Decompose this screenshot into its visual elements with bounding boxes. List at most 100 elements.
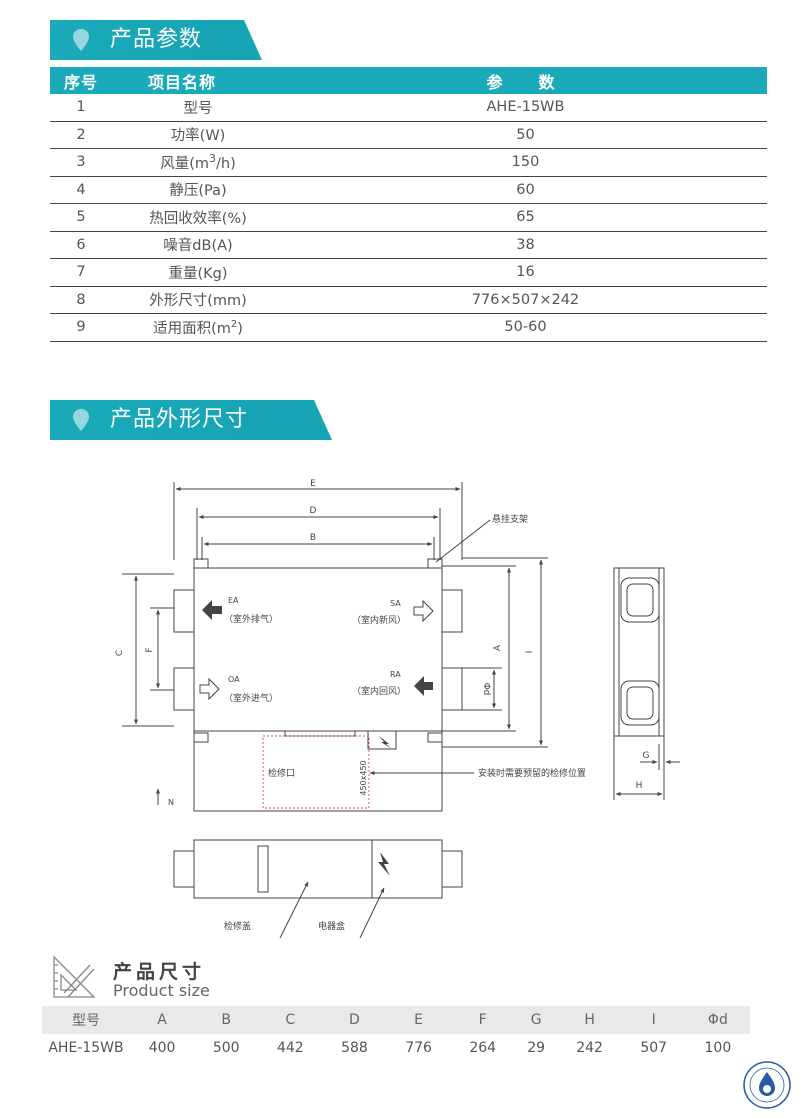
- hanger-label: 悬挂支架: [492, 513, 528, 525]
- dim-c-label: C: [115, 650, 125, 656]
- col-header-h: H: [557, 1006, 622, 1034]
- cell-g: 29: [527, 1040, 546, 1056]
- row-item: 适用面积(m2): [112, 313, 284, 342]
- row-value: 65: [284, 203, 767, 232]
- cell-b: 500: [212, 1040, 240, 1056]
- dim-f-label: F: [145, 647, 155, 652]
- outline-section-title: 产品外形尺寸: [110, 407, 249, 432]
- oa-cn-label: （室外进气）: [224, 692, 278, 704]
- dim-a-label: A: [493, 644, 503, 651]
- row-item-text: 适用面积(m: [153, 320, 231, 337]
- table-row: 6 噪音dB(A) 38: [50, 231, 767, 259]
- row-value: 776×507×242: [284, 286, 767, 314]
- table-row: 8 外形尺寸(mm) 776×507×242: [50, 286, 767, 314]
- row-no: 4: [50, 176, 112, 204]
- dim-g-label: G: [643, 751, 650, 761]
- set-square-ruler-icon: [53, 955, 96, 998]
- table-row: AHE-15WB 400 500 442 588 776 264 29 242 …: [42, 1034, 750, 1062]
- row-value: AHE-15WB: [284, 94, 767, 122]
- row-item-text-end: /h): [216, 155, 236, 172]
- dim-i-label: I: [525, 651, 535, 654]
- col-header-f: F: [450, 1006, 515, 1034]
- cell-d: 588: [341, 1040, 368, 1056]
- ra-cn-label: （室内回风）: [352, 685, 406, 697]
- row-no: 5: [50, 203, 112, 232]
- row-item-sup: 2: [230, 318, 238, 330]
- row-value: 150: [284, 148, 767, 177]
- col-header-d: D: [322, 1006, 387, 1034]
- table-row: 7 重量(Kg) 16: [50, 258, 767, 287]
- table-row: 5 热回收效率(%) 65: [50, 203, 767, 232]
- cell-h: 242: [576, 1040, 603, 1056]
- ra-label: RA: [390, 670, 401, 679]
- dimension-drawing: E D B C F A I Φd G H 悬挂支架 EA （室外排气） SA （…: [115, 479, 680, 939]
- row-no: 8: [50, 286, 112, 314]
- sa-label: SA: [390, 599, 401, 608]
- table-row: 2 功率(W) 50: [50, 121, 767, 149]
- spec-table-header-row: 序号 项目名称 参 数: [50, 67, 767, 94]
- row-no: 9: [50, 313, 112, 342]
- col-header-phid: Φd: [685, 1006, 750, 1034]
- sa-cn-label: （室内新风）: [352, 614, 406, 626]
- row-item: 型号: [112, 94, 284, 122]
- cell-e: 776: [405, 1040, 432, 1056]
- row-value: 16: [284, 258, 767, 287]
- cell-f: 264: [469, 1040, 497, 1056]
- dim-phid-label: Φd: [481, 683, 491, 696]
- row-value: 50: [284, 121, 767, 149]
- table-row: 4 静压(Pa) 60: [50, 176, 767, 204]
- params-section-title: 产品参数: [110, 27, 203, 52]
- size-title: 产品尺寸: [113, 961, 206, 983]
- row-item: 重量(Kg): [112, 258, 284, 287]
- access-size-label: 450x450: [359, 760, 368, 795]
- col-header-b: B: [194, 1006, 259, 1034]
- col-header-i: I: [621, 1006, 686, 1034]
- electrical-box-label: 电器盒: [318, 920, 345, 932]
- lightning-icon: [379, 736, 392, 749]
- row-item-text-end: ): [237, 320, 243, 337]
- location-pin-icon: [72, 28, 90, 52]
- cell-phid: 100: [704, 1040, 732, 1056]
- row-no: 2: [50, 121, 112, 149]
- size-subtitle: Product size: [113, 981, 210, 1000]
- col-header-value: 参 数: [284, 67, 767, 94]
- north-label: N: [168, 798, 174, 807]
- row-item-sup: 3: [209, 151, 217, 165]
- size-table: 型号 A B C D E F G H I Φd AHE-15WB 400 500…: [42, 1006, 750, 1062]
- access-note-label: 安装时需要预留的检修位置: [478, 767, 586, 779]
- row-item: 噪音dB(A): [112, 231, 284, 259]
- col-header-item: 项目名称: [112, 67, 284, 94]
- col-header-model: 型号: [42, 1006, 130, 1034]
- row-item: 静压(Pa): [112, 176, 284, 204]
- access-port-label: 检修口: [268, 767, 295, 779]
- ea-label: EA: [228, 596, 239, 605]
- row-value: 38: [284, 231, 767, 259]
- dim-b-label: B: [310, 533, 316, 543]
- row-item: 热回收效率(%): [112, 203, 284, 232]
- row-item: 功率(W): [112, 121, 284, 149]
- certification-seal-logo: [743, 1061, 791, 1109]
- col-header-no: 序号: [50, 67, 112, 94]
- location-pin-icon: [72, 408, 90, 432]
- cell-a: 400: [148, 1040, 176, 1056]
- col-header-a: A: [130, 1006, 195, 1034]
- spec-table: 序号 项目名称 参 数 1 型号 AHE-15WB 2 功率(W) 50 3 风…: [50, 67, 767, 342]
- row-item: 风量(m3/h): [112, 148, 284, 177]
- cell-model: AHE-15WB: [48, 1040, 124, 1056]
- row-no: 3: [50, 148, 112, 177]
- col-header-g: G: [514, 1006, 558, 1034]
- col-header-e: E: [386, 1006, 451, 1034]
- params-section-header: 产品参数: [50, 20, 262, 60]
- cell-i: 507: [640, 1040, 668, 1056]
- oa-label: OA: [228, 675, 240, 684]
- row-value: 60: [284, 176, 767, 204]
- row-no: 6: [50, 231, 112, 259]
- row-no: 7: [50, 258, 112, 287]
- row-no: 1: [50, 94, 112, 122]
- ea-cn-label: （室外排气）: [224, 613, 278, 625]
- col-header-c: C: [258, 1006, 323, 1034]
- size-table-header-row: 型号 A B C D E F G H I Φd: [42, 1006, 750, 1034]
- row-item: 外形尺寸(mm): [112, 286, 284, 314]
- lightning-icon: [378, 852, 390, 876]
- table-row: 3 风量(m3/h) 150: [50, 148, 767, 177]
